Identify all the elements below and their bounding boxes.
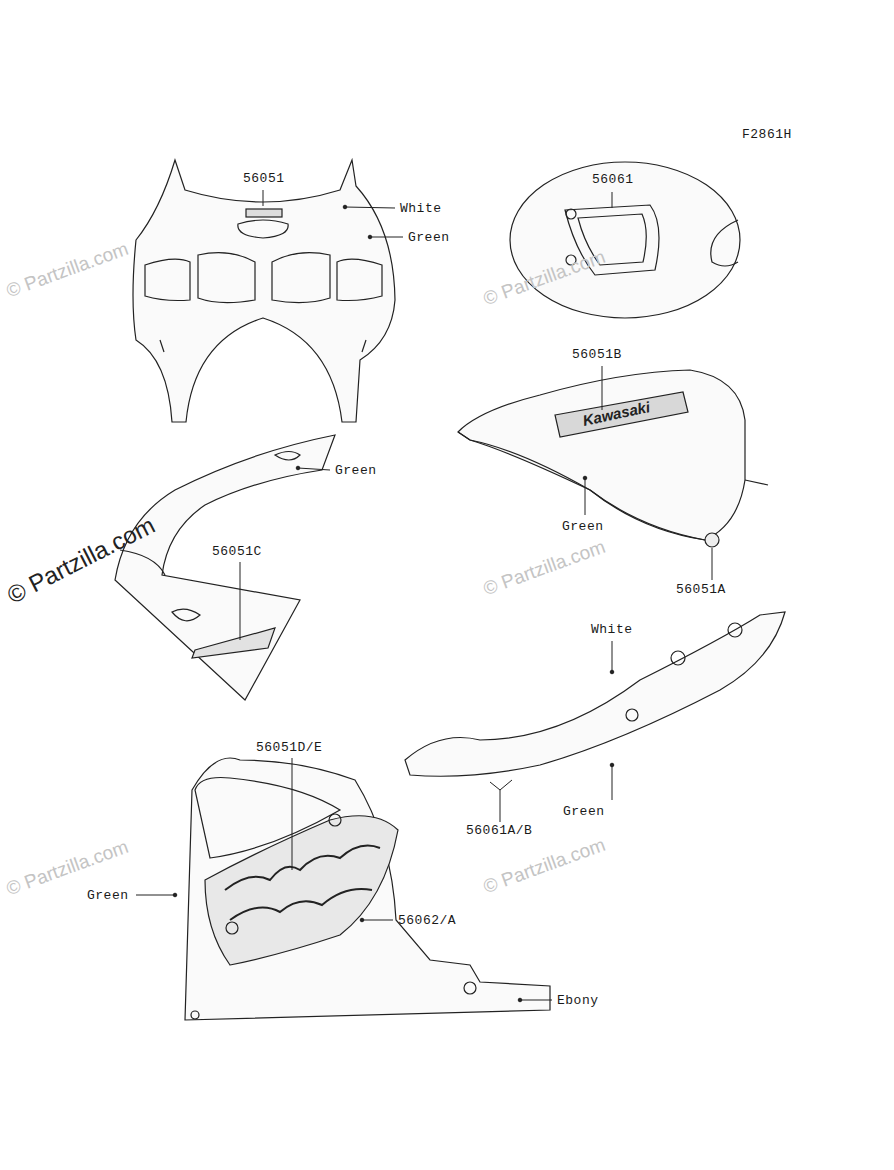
color-label: Green [408,231,450,244]
color-label: Green [562,520,604,533]
callout-number: 56051B [572,348,622,361]
callout-number: 56061A/B [466,824,532,837]
figure-code: F2861H [742,128,792,141]
callout-number: 56062/A [398,914,456,927]
callout-number: 56051D/E [256,741,322,754]
color-label: White [400,202,442,215]
color-label: White [591,623,633,636]
color-label: Ebony [557,994,599,1007]
color-label: Green [87,889,129,902]
callout-number: 56061 [592,173,634,186]
color-label: Green [335,464,377,477]
color-label: Green [563,805,605,818]
watermark: © Partzilla.com [481,835,608,897]
callout-number: 56051 [243,172,285,185]
callout-number: 56051C [212,545,262,558]
callout-number: 56051A [676,583,726,596]
watermark: © Partzilla.com [4,239,131,301]
watermark: © Partzilla.com [481,537,608,599]
